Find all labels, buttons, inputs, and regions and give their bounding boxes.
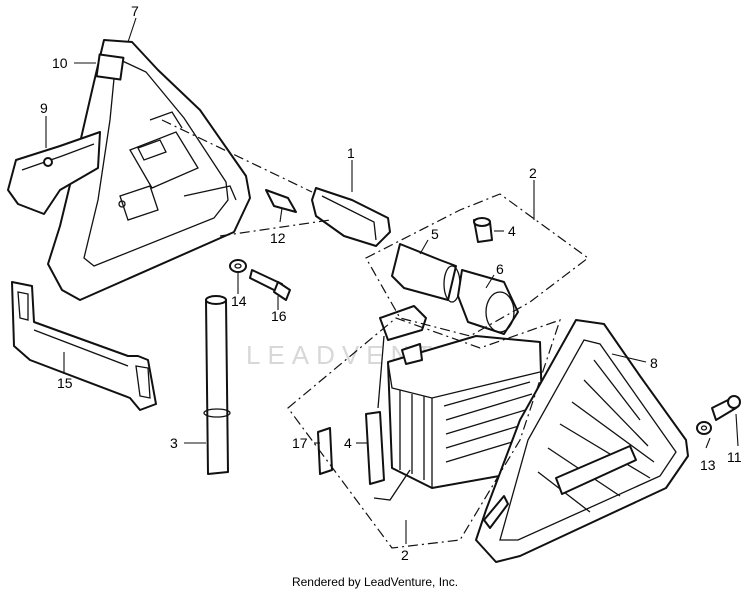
callout-5: 5 xyxy=(431,226,439,242)
footer-credit: Rendered by LeadVenture, Inc. xyxy=(292,575,458,589)
callout-4-left: 4 xyxy=(344,435,352,451)
module-1 xyxy=(311,187,391,247)
callout-14: 14 xyxy=(231,293,247,309)
callout-3: 3 xyxy=(170,435,178,451)
washer-13 xyxy=(696,421,712,435)
connector xyxy=(379,305,427,341)
battery-strap xyxy=(11,281,157,411)
foam-6 xyxy=(457,269,519,335)
callout-1: 1 xyxy=(347,145,355,161)
callout-9: 9 xyxy=(40,100,48,116)
cap-4 xyxy=(473,217,493,243)
callout-8: 8 xyxy=(650,355,658,371)
callout-4-top: 4 xyxy=(508,223,516,239)
callout-7: 7 xyxy=(131,3,139,19)
callout-6: 6 xyxy=(496,261,504,277)
fuse-clip xyxy=(265,189,297,213)
canister-5 xyxy=(391,243,461,303)
callout-17: 17 xyxy=(292,435,308,451)
callout-11: 11 xyxy=(727,449,742,465)
callout-10: 10 xyxy=(52,55,68,71)
screw-11 xyxy=(711,395,741,421)
screw-16 xyxy=(249,269,291,301)
callout-2-bottom: 2 xyxy=(401,547,409,563)
assembly-outline-lower xyxy=(287,317,561,549)
leader-lines xyxy=(45,17,739,544)
callout-2-top: 2 xyxy=(529,165,537,181)
fuse-link-4 xyxy=(365,411,385,485)
mount-path xyxy=(161,119,331,237)
callout-15: 15 xyxy=(57,375,73,391)
vent-tube xyxy=(203,295,231,475)
battery xyxy=(373,305,545,501)
hold-down-clamp xyxy=(7,131,101,215)
battery-cover xyxy=(475,319,689,563)
callout-12: 12 xyxy=(270,230,286,246)
label-plate xyxy=(95,53,125,81)
callout-16: 16 xyxy=(271,308,287,324)
fuse-17 xyxy=(317,427,333,475)
cover-label xyxy=(555,445,637,495)
callout-13: 13 xyxy=(700,457,716,473)
callouts: 7 10 9 1 2 4 5 6 12 14 16 15 3 17 4 8 13… xyxy=(40,3,742,563)
washer-14 xyxy=(229,259,247,273)
